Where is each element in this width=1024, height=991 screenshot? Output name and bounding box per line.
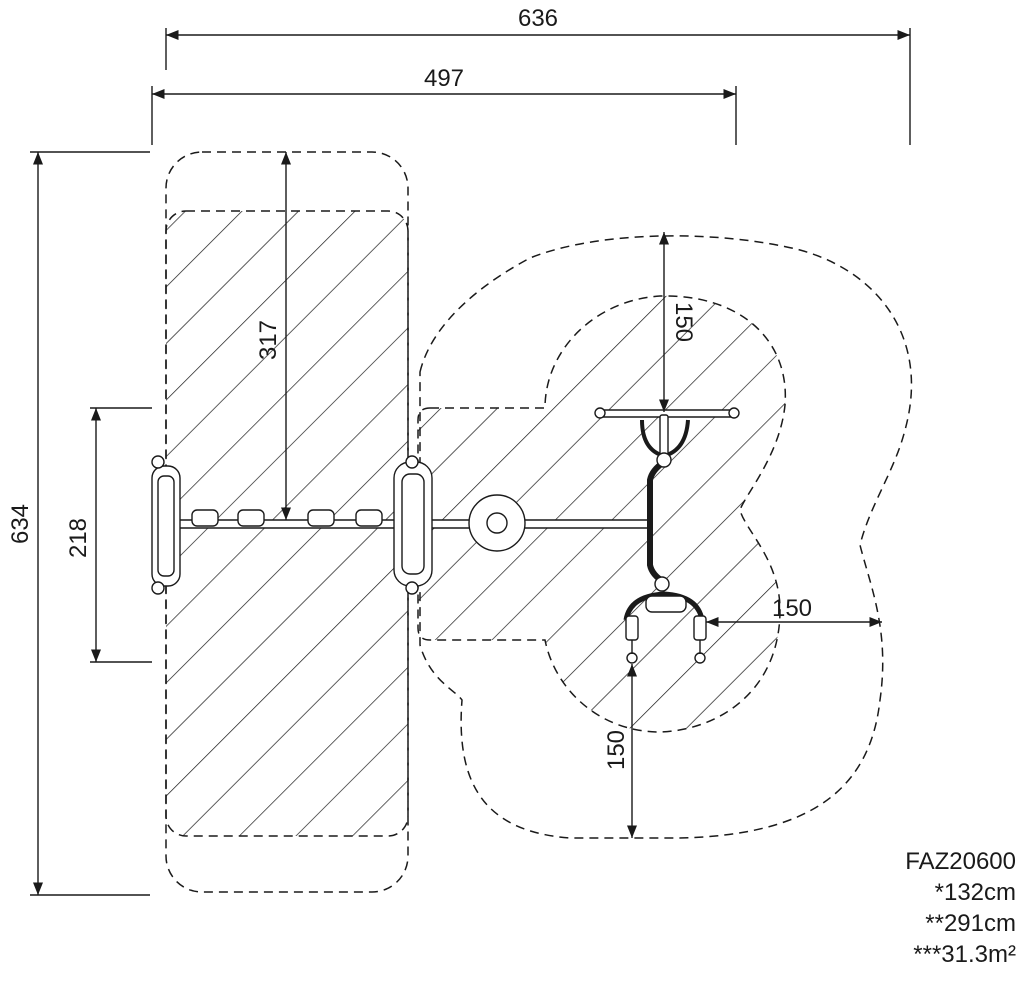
label-218: 218 — [65, 518, 92, 558]
label-636: 636 — [518, 5, 558, 32]
area: ***31.3m² — [913, 941, 1016, 968]
label-right-150: 150 — [772, 595, 812, 622]
label-634: 634 — [7, 504, 34, 544]
label-top-150: 150 — [670, 302, 697, 342]
spec-block: FAZ20600 *132cm **291cm ***31.3m² — [905, 846, 1016, 970]
dimension-lines — [30, 28, 911, 896]
right-outer-zone — [419, 235, 913, 839]
product-code: FAZ20600 — [905, 848, 1016, 875]
bottom-seat — [645, 595, 687, 613]
height-2: **291cm — [925, 910, 1016, 937]
height-1: *132cm — [934, 879, 1016, 906]
label-317: 317 — [255, 320, 282, 360]
seat-4 — [355, 509, 383, 527]
label-497: 497 — [424, 65, 464, 92]
label-bottom-150: 150 — [603, 730, 630, 770]
seat-2 — [237, 509, 265, 527]
equipment — [151, 407, 740, 664]
seat-3 — [307, 509, 335, 527]
seat-1 — [191, 509, 219, 527]
